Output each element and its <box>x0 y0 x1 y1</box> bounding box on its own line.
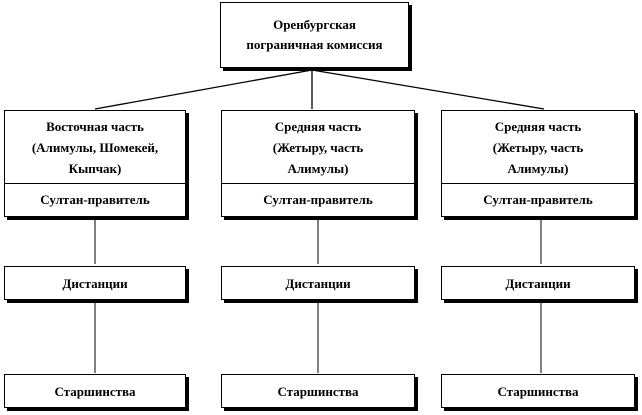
connector-root-col3 <box>311 69 545 110</box>
column-middle-2-header-line3: Алимулы) <box>507 160 569 176</box>
column-east-header-line3: Кыпчак) <box>68 160 122 176</box>
column-middle-1-elders: Старшинства <box>221 374 415 408</box>
column-east-header-line1: Восточная часть <box>46 118 144 134</box>
column-middle-2-elders: Старшинства <box>441 374 635 408</box>
column-middle-1-ruler: Султан-правитель <box>221 183 415 217</box>
column-east-header: Восточная часть (Алимулы, Шомекей, Кыпча… <box>4 110 186 184</box>
column-middle-2-header-line2: (Жетыру, часть <box>492 139 584 155</box>
column-east: Восточная часть (Алимулы, Шомекей, Кыпча… <box>4 110 186 217</box>
column-middle-1-header-line3: Алимулы) <box>287 160 349 176</box>
root-label-line2: пограничная комиссия <box>246 37 383 52</box>
root-box: Оренбургская пограничная комиссия <box>220 2 409 68</box>
root-label-line1: Оренбургская <box>273 17 356 32</box>
column-middle-2: Средняя часть (Жетыру, часть Алимулы) Су… <box>441 110 635 217</box>
column-east-ruler: Султан-правитель <box>4 183 186 217</box>
column-middle-1-header-box <box>221 110 415 184</box>
column-middle-1-header-line2: (Жетыру, часть <box>272 139 364 155</box>
column-middle-1-distances: Дистанции <box>221 266 415 300</box>
column-east-elders: Старшинства <box>4 374 186 408</box>
column-east-distances: Дистанции <box>4 266 186 300</box>
column-middle-1-header-line1: Средняя часть <box>274 118 362 134</box>
column-east-header-line2: (Алимулы, Шомекей, <box>31 139 159 155</box>
column-middle-2-header: Средняя часть (Жетыру, часть Алимулы) <box>441 110 635 184</box>
column-middle-2-header-line1: Средняя часть <box>494 118 582 134</box>
column-middle-2-distances: Дистанции <box>441 266 635 300</box>
column-middle-2-ruler: Султан-правитель <box>441 183 635 217</box>
column-middle-1-header: Средняя часть (Жетыру, часть Алимулы) <box>221 110 415 184</box>
connector-root-col1 <box>94 69 313 110</box>
column-middle-1: Средняя часть (Жетыру, часть Алимулы) Су… <box>221 110 415 217</box>
